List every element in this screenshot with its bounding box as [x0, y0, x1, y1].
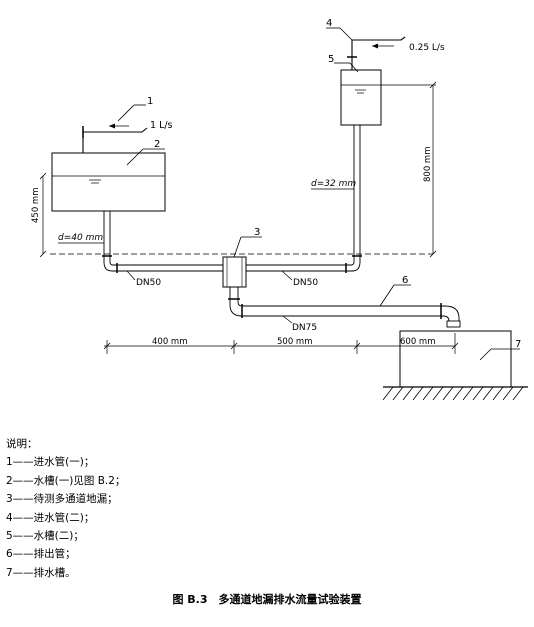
- callout-4: 4: [326, 18, 332, 29]
- elbow-2: [351, 261, 361, 272]
- notes-heading: 说明：: [6, 438, 38, 450]
- elbow-3: [229, 304, 243, 317]
- ground-hatching: [382, 386, 524, 401]
- dim-tick: [103, 342, 111, 350]
- dim-tick: [451, 342, 459, 350]
- discharge-elbow: [444, 305, 460, 321]
- water-tank-2: [340, 69, 382, 126]
- note-item-6: 6——排出管；: [6, 548, 76, 561]
- callout-2: 2: [154, 139, 160, 150]
- multi-channel-floor-drain: [222, 256, 247, 288]
- discharge-elbow: [442, 315, 450, 322]
- figure-caption: 图 B.3 多通道地漏排水流量试验装置: [172, 593, 362, 606]
- callout-leader-4: [339, 27, 353, 41]
- dim-tick: [353, 342, 361, 350]
- dim-800: 800 mm: [423, 147, 433, 183]
- callout-1: 1: [147, 96, 153, 107]
- elbow-1: [103, 261, 113, 272]
- note-item-1: 1——进水管(一)；: [6, 456, 95, 469]
- dim-tick: [230, 342, 238, 350]
- dn50-left-leader: [126, 270, 136, 281]
- callout-leader-5: [349, 62, 359, 73]
- dn75-leader: [282, 315, 293, 324]
- dn75-label: DN75: [292, 323, 317, 333]
- pipe-diameter-40: d=40 mm: [58, 233, 103, 243]
- legend-notes: 说明： 1——进水管(一)； 2——水槽(一)见图 B.2； 3——待测多通道地…: [6, 435, 125, 582]
- note-item-2: 2——水槽(一)见图 B.2；: [6, 474, 126, 487]
- dim-400: 400 mm: [152, 337, 188, 347]
- callout-leader-3: [233, 236, 242, 258]
- note-item-3: 3——待测多通道地漏；: [6, 493, 118, 506]
- callout-3: 3: [254, 227, 260, 238]
- elbow-2: [350, 261, 355, 266]
- water-tank-1: [51, 152, 166, 212]
- dim-450-tick: [39, 172, 47, 180]
- dn50-right-leader: [281, 270, 293, 281]
- callout-leader-6: [379, 284, 395, 307]
- dim-450: 450 mm: [31, 188, 41, 224]
- callout-leader-7: [479, 348, 492, 361]
- dim-600: 600 mm: [400, 337, 436, 347]
- callout-5: 5: [328, 54, 334, 65]
- test-apparatus-diagram: 1 L/s 1 2 450 mm d=40 mm DN50 3 DN50: [31, 18, 528, 401]
- discharge-outlet: [446, 320, 461, 328]
- callout-leader-2: [126, 148, 144, 166]
- flow-arrow-4-head: [372, 43, 378, 49]
- dim-800-tick: [429, 81, 437, 89]
- flow-rate-1: 1 L/s: [150, 120, 173, 131]
- note-item-4: 4——进水管(二)；: [6, 511, 95, 524]
- note-item-7: 7——排水槽。: [6, 566, 76, 579]
- flow-rate-4: 0.25 L/s: [409, 43, 445, 53]
- dn50-right-label: DN50: [293, 278, 318, 288]
- dim-450-tick: [39, 250, 47, 258]
- pipe-diameter-32: d=32 mm: [311, 179, 356, 189]
- inlet-pipe-1: [82, 127, 148, 153]
- callout-7: 7: [515, 339, 521, 350]
- callout-6: 6: [402, 275, 408, 286]
- flow-arrow-1-head: [109, 123, 115, 129]
- dn50-left-label: DN50: [136, 278, 161, 288]
- callout-leader-1: [117, 104, 135, 122]
- dim-500: 500 mm: [277, 337, 313, 347]
- inlet-pipe-2: [351, 36, 406, 70]
- note-item-5: 5——水槽(二)；: [6, 530, 84, 543]
- dim-800-tick: [429, 250, 437, 258]
